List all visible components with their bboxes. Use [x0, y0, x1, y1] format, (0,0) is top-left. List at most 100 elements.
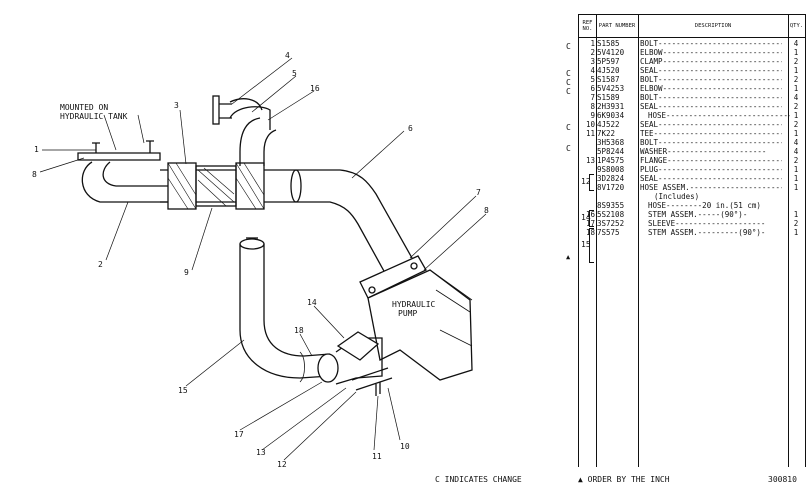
- group-ref-12: 12: [581, 177, 591, 186]
- qty-cell: 2: [793, 75, 799, 84]
- callout-12: 12: [277, 460, 287, 469]
- ref-cell: 11: [585, 129, 595, 138]
- table-header: REF NO. PART NUMBER DESCRIPTION QTY.: [579, 15, 805, 38]
- description-cell: HOSE ASSEM.---------------------: [640, 183, 782, 192]
- qty-cell: 1: [793, 183, 799, 192]
- part-number-cell: 3D2824: [597, 174, 625, 183]
- description-cell: SEAL----------------------------: [640, 120, 782, 129]
- ref-cell: 4: [590, 66, 595, 75]
- part-number-cell: 8S9355: [597, 201, 625, 210]
- qty-cell: 1: [793, 48, 799, 57]
- description-cell: ELBOW---------------------------: [640, 84, 782, 93]
- header-qty: QTY.: [789, 23, 804, 29]
- change-mark: C: [566, 144, 571, 153]
- change-mark: C: [566, 123, 571, 132]
- qty-cell: 2: [793, 57, 799, 66]
- table-row: (Includes): [579, 192, 805, 201]
- callout-18: 18: [294, 326, 304, 335]
- qty-cell: 4: [793, 39, 799, 48]
- part-number-cell: S1589: [597, 93, 620, 102]
- part-number-cell: 8V1720: [597, 183, 625, 192]
- qty-cell: 1: [793, 210, 799, 219]
- description-cell: TEE-----------------------------: [640, 129, 782, 138]
- qty-cell: 4: [793, 93, 799, 102]
- qty-cell: 1: [793, 66, 799, 75]
- ref-cell: 1: [590, 39, 595, 48]
- ref-cell: 16: [585, 210, 595, 219]
- header-ref: REF NO.: [582, 20, 593, 32]
- qty-cell: 4: [793, 147, 799, 156]
- callout-14: 14: [307, 298, 317, 307]
- description-cell: SEAL----------------------------: [640, 66, 782, 75]
- callout-17: 17: [234, 430, 244, 439]
- group-bracket-12: [589, 174, 594, 191]
- part-number-cell: 9S8008: [597, 165, 625, 174]
- header-part: PART NUMBER: [598, 23, 636, 29]
- header-desc: DESCRIPTION: [694, 23, 732, 29]
- order-by-inch-note: ▲ ORDER BY THE INCH: [578, 475, 670, 484]
- callout-15: 15: [178, 386, 188, 395]
- part-number-cell: 6K9034: [597, 111, 625, 120]
- ref-cell: 6: [590, 84, 595, 93]
- description-cell: ELBOW---------------------------: [640, 48, 782, 57]
- part-number-cell: 4J520: [597, 66, 620, 75]
- table-row: 8S9355 HOSE--------20 in.(51 cm): [579, 201, 805, 210]
- callout-10: 10: [400, 442, 410, 451]
- part-number-cell: 2H3931: [597, 102, 625, 111]
- qty-cell: 2: [793, 219, 799, 228]
- page-number: 300810: [768, 475, 797, 484]
- ref-cell: 8: [590, 102, 595, 111]
- change-mark: C: [566, 78, 571, 87]
- ref-cell: 3: [590, 57, 595, 66]
- qty-cell: 1: [793, 228, 799, 237]
- ref-cell: 2: [590, 48, 595, 57]
- part-number-cell: 5P8244: [597, 147, 625, 156]
- part-number-cell: 1P4575: [597, 156, 625, 165]
- description-cell: STEM ASSEM.---------(90°)-: [648, 228, 766, 237]
- callout-5: 5: [292, 69, 297, 78]
- description-cell: BOLT----------------------------: [640, 39, 782, 48]
- callout-13: 13: [256, 448, 266, 457]
- ref-cell: 5: [590, 75, 595, 84]
- qty-cell: 1: [793, 84, 799, 93]
- column-divider: [788, 15, 789, 467]
- part-number-cell: 3H5368: [597, 138, 625, 147]
- description-cell: HOSE----------------------------: [648, 111, 790, 120]
- callout-1: 1: [34, 145, 39, 154]
- description-cell: PLUG----------------------------: [640, 165, 782, 174]
- part-number-cell: 5V4120: [597, 48, 625, 57]
- description-cell: HOSE--------20 in.(51 cm): [648, 201, 761, 210]
- column-divider: [596, 15, 597, 467]
- callout-4: 4: [285, 51, 290, 60]
- qty-cell: 4: [793, 138, 799, 147]
- mount-note: MOUNTED ON HYDRAULIC TANK: [60, 103, 127, 121]
- mount-note-line-1: MOUNTED ON: [60, 103, 109, 112]
- triangle-mark: ▲: [566, 253, 571, 261]
- column-divider: [638, 15, 639, 467]
- callout-11: 11: [372, 452, 382, 461]
- description-cell: CLAMP---------------------------: [640, 57, 782, 66]
- pump-label-line-2: PUMP: [398, 309, 418, 318]
- part-number-cell: S1587: [597, 75, 620, 84]
- part-number-cell: 3S7252: [597, 219, 625, 228]
- description-cell: SEAL----------------------------: [640, 174, 782, 183]
- change-note: C INDICATES CHANGE: [435, 475, 522, 484]
